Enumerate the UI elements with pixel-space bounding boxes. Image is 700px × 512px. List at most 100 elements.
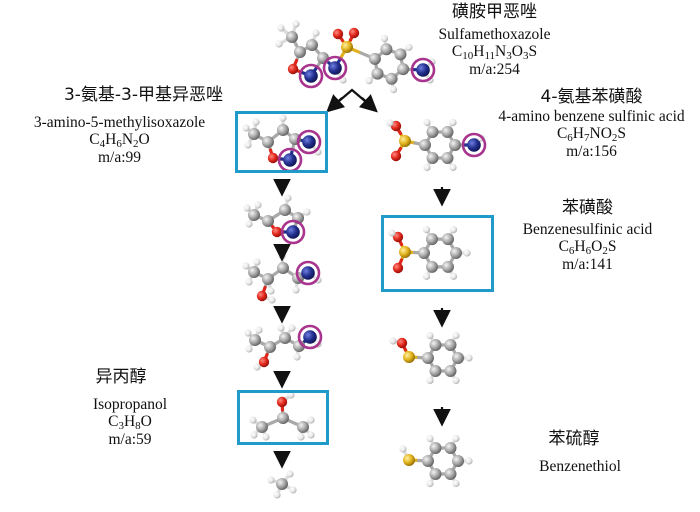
atom-O: [390, 150, 402, 162]
atom-H: [244, 141, 252, 149]
name-en: 4-amino benzene sulfinic acid: [498, 107, 685, 125]
atom-C: [419, 139, 431, 151]
atom-H: [275, 40, 283, 48]
atom-H: [463, 249, 471, 257]
atom-O: [271, 226, 283, 238]
nitrogen-highlight-ring: [295, 260, 321, 286]
atom-C: [422, 352, 434, 364]
name-en: Benzenesulfinic acid: [522, 220, 653, 238]
atom-H: [253, 258, 261, 266]
atom-H: [242, 262, 250, 270]
atom-C: [429, 442, 442, 455]
atom-H: [312, 29, 320, 37]
atom-H: [255, 326, 263, 334]
atom-H: [293, 353, 301, 361]
molecule-benzenesulfenic: [389, 331, 473, 385]
atom-C: [444, 467, 457, 480]
label-sulfamethoxazole: 磺胺甲恶唑 Sulfamethoxazole C10H11N3O3S m/a:2…: [412, 2, 577, 79]
atom-H: [254, 201, 262, 209]
atom-H: [452, 479, 460, 488]
atom-C: [371, 67, 384, 80]
atom-H: [405, 43, 413, 51]
atom-H: [245, 220, 253, 228]
atom-C: [449, 139, 461, 151]
atom-C: [385, 72, 398, 85]
atom-C: [297, 421, 309, 433]
atom-S: [403, 454, 415, 466]
atom-H: [423, 163, 431, 172]
atom-H: [449, 226, 458, 234]
atom-H: [452, 331, 460, 340]
atom-H: [423, 118, 431, 127]
label-isopropanol: 异丙醇 Isopropanol C3H8O m/a:59: [70, 367, 190, 449]
atom-S: [403, 351, 415, 363]
name-cn: 苯磺酸: [562, 198, 613, 218]
atom-C: [429, 467, 442, 480]
atom-O: [256, 290, 268, 302]
atom-C: [262, 273, 274, 285]
atom-C: [426, 151, 439, 164]
atom-C: [426, 126, 439, 139]
molecule-intermediate-1: [243, 194, 311, 245]
atom-N: [301, 266, 315, 280]
atom-O: [276, 396, 288, 408]
atom-H: [253, 363, 261, 371]
atom-C: [277, 124, 289, 136]
atom-H: [422, 272, 431, 280]
atom-C: [279, 204, 291, 216]
atom-C: [444, 442, 457, 455]
atom-C: [380, 43, 393, 56]
nitrogen-highlight-ring: [280, 219, 306, 245]
formula: C4H6N2O: [89, 131, 150, 151]
atom-H: [449, 118, 457, 127]
formula: C6H7NO2S: [556, 125, 627, 145]
atom-H: [242, 124, 250, 132]
label-aminobenzenesulfinic: 4-氨基苯磺酸 4-amino benzene sulfinic acid C6…: [483, 87, 700, 161]
atom-C: [277, 262, 289, 274]
atom-H: [277, 324, 285, 332]
atom-H: [267, 287, 275, 295]
atom-C: [279, 332, 291, 344]
atom-C: [450, 247, 462, 259]
atom-C: [262, 215, 274, 227]
name-cn: 磺胺甲恶唑: [452, 2, 537, 22]
name-en: Isopropanol: [92, 395, 168, 413]
atom-H: [426, 331, 434, 340]
atom-H: [292, 286, 300, 294]
atom-C: [256, 421, 268, 433]
atom-H: [426, 479, 434, 488]
atom-S: [341, 41, 353, 53]
atom-O: [287, 63, 299, 75]
atom-H: [426, 376, 434, 385]
atom-H: [286, 470, 294, 478]
atom-H: [297, 433, 305, 441]
atom-O: [392, 231, 404, 243]
atom-H: [449, 163, 457, 172]
mass: m/a:141: [562, 256, 613, 274]
atom-C: [426, 233, 438, 246]
atom-O: [332, 28, 344, 40]
atom-H: [268, 296, 276, 304]
atom-O: [258, 356, 270, 368]
formula: C3H8O: [108, 413, 152, 433]
molecule-methane: [267, 470, 297, 499]
mass: m/a:156: [566, 143, 617, 161]
atom-H: [245, 278, 253, 286]
atom-H: [284, 194, 292, 202]
atom-O: [267, 152, 279, 164]
formula: C10H11N3O3S: [451, 43, 538, 63]
atom-H: [399, 445, 407, 453]
atom-C: [286, 31, 298, 43]
molecule-intermediate-3: [244, 324, 323, 371]
mass: m/a:59: [108, 431, 152, 449]
atom-C: [277, 412, 289, 424]
atom-H: [279, 114, 287, 122]
atom-C: [426, 260, 438, 273]
label-benzenethiol: 苯硫醇 Benzenethiol: [520, 429, 640, 475]
atom-H: [277, 24, 285, 32]
label-aminomethylisoxazole: 3-氨基-3-甲基异恶唑 3-amino-5-methylisoxazole C…: [2, 85, 237, 167]
atom-C: [248, 266, 260, 278]
atom-H: [307, 416, 315, 424]
atom-H: [307, 431, 315, 439]
atom-H: [452, 434, 460, 443]
